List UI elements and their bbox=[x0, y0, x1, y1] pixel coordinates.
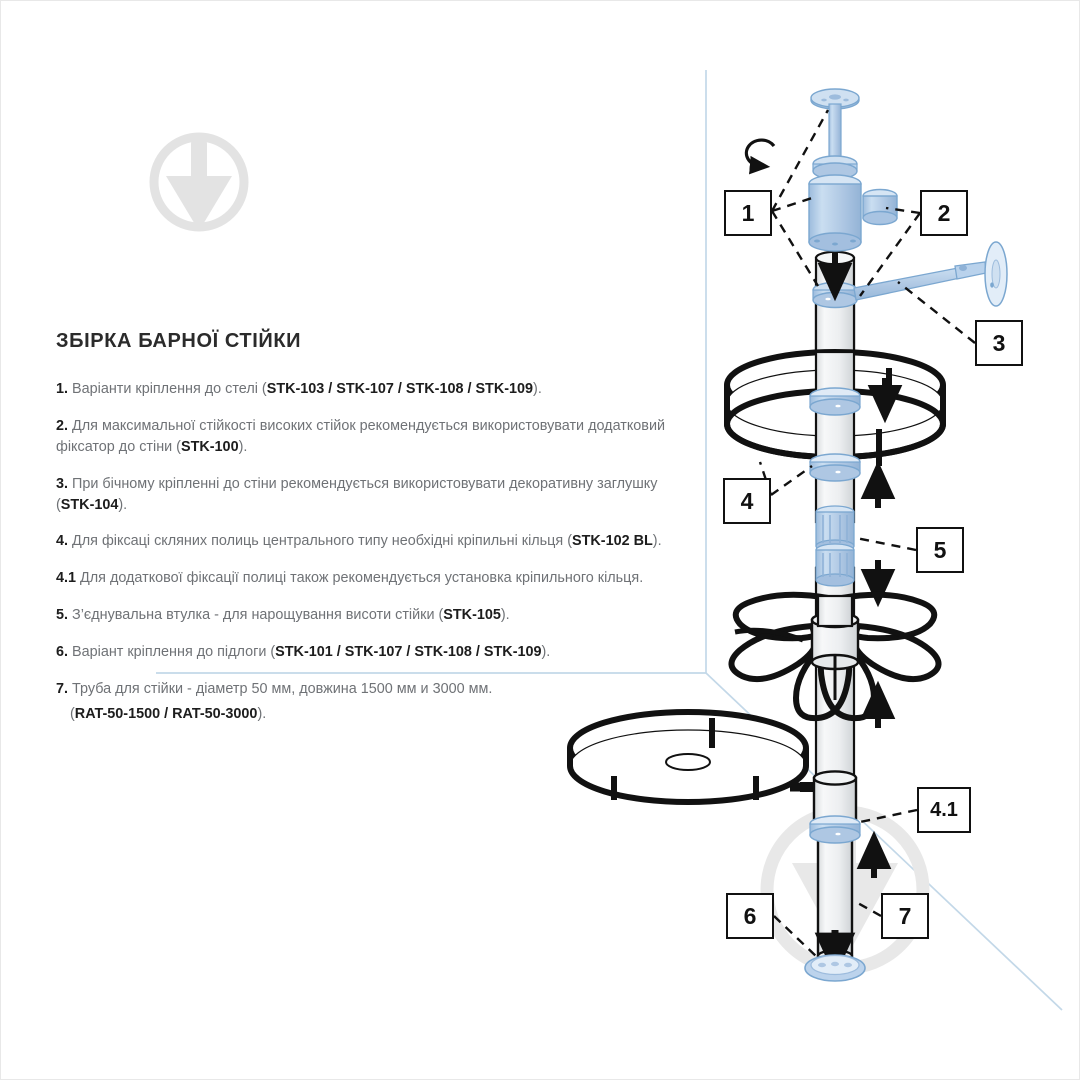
product-code: STK-100 bbox=[180, 438, 239, 455]
callout-5: 5 bbox=[916, 527, 964, 573]
tray-glass-shelf bbox=[567, 709, 820, 805]
note-text: При бічному кріпленні до стіни рекоменду… bbox=[56, 475, 658, 513]
callout-7: 7 bbox=[881, 893, 929, 939]
connector-sleeve bbox=[815, 505, 855, 587]
note-text-tail: ). bbox=[257, 705, 267, 722]
notes-list: 1. Варіанти кріплення до стелі (STK-103 … bbox=[56, 379, 696, 725]
floor-flange bbox=[804, 954, 866, 982]
note-number: 1. bbox=[56, 381, 69, 397]
note-item: 7. Труба для стійки - діаметр 50 мм, дов… bbox=[56, 679, 696, 700]
note-text-tail: ). bbox=[238, 438, 248, 455]
product-code: STK-103 / STK-107 / STK-108 / STK-109 bbox=[266, 381, 534, 397]
mounting-ring-bottom bbox=[809, 815, 861, 844]
note-text: Труба для стійки - діаметр 50 мм, довжин… bbox=[72, 680, 493, 697]
note-item: 2. Для максимальної стійкості високих ст… bbox=[56, 416, 696, 458]
note-item: 6. Варіант кріплення до підлоги (STK-101… bbox=[56, 642, 696, 663]
note-text-tail: ). bbox=[533, 381, 542, 397]
note-item: (RAT-50-1500 / RAT-50-3000). bbox=[56, 704, 696, 725]
callout-3: 3 bbox=[975, 320, 1023, 366]
note-item: 1. Варіанти кріплення до стелі (STK-103 … bbox=[56, 379, 696, 400]
ceiling-mount-assembly bbox=[808, 88, 862, 252]
note-text: Для фіксаці скляних полиць центрального … bbox=[72, 533, 573, 550]
mounting-ring-lower bbox=[809, 453, 861, 482]
note-number: 7. bbox=[56, 680, 69, 697]
callout-4: 4 bbox=[723, 478, 771, 524]
callout-1: 1 bbox=[724, 190, 772, 236]
product-code: RAT-50-1500 / RAT-50-3000 bbox=[74, 705, 258, 722]
leader-lines bbox=[758, 109, 976, 959]
product-code: STK-104 bbox=[60, 496, 119, 513]
rotation-arrow-icon bbox=[744, 138, 776, 175]
note-number: 4.1 bbox=[56, 570, 77, 587]
product-code: STK-101 / STK-107 / STK-108 / STK-109 bbox=[275, 644, 542, 660]
note-text: Варіанти кріплення до стелі ( bbox=[72, 381, 267, 397]
product-code: STK-105 bbox=[443, 607, 501, 624]
note-text: Варіант кріплення до підлоги ( bbox=[72, 644, 276, 660]
product-code: STK-102 BL bbox=[572, 533, 653, 550]
pipe-lower-joint bbox=[812, 770, 858, 826]
page-title: ЗБІРКА БАРНОЇ СТІЙКИ bbox=[56, 330, 302, 352]
note-text-tail: ). bbox=[652, 533, 662, 550]
note-item: 3. При бічному кріпленні до стіни рекоме… bbox=[56, 474, 696, 516]
callout-4-1: 4.1 bbox=[917, 787, 971, 833]
note-text: ( bbox=[70, 705, 75, 722]
note-number: 5. bbox=[56, 607, 69, 624]
note-number: 3. bbox=[56, 475, 69, 492]
note-item: 4. Для фіксаці скляних полиць центрально… bbox=[56, 531, 696, 552]
callout-6: 6 bbox=[726, 893, 774, 939]
mounting-ring-upper bbox=[809, 387, 861, 416]
note-number: 6. bbox=[56, 644, 69, 660]
note-item: 5. З’єднувальна втулка - для нарощування… bbox=[56, 605, 696, 626]
callout-2: 2 bbox=[920, 190, 968, 236]
note-number: 4. bbox=[56, 533, 69, 550]
note-text: З’єднувальна втулка - для нарощування ви… bbox=[72, 607, 444, 624]
wall-fixer-puck bbox=[862, 188, 898, 226]
pipe-above-petal-hub bbox=[816, 594, 854, 628]
note-text: Для максимальної стійкості високих стійо… bbox=[56, 417, 666, 455]
note-item: 4.1 Для додаткової фіксації полиці також… bbox=[56, 568, 696, 589]
note-text: Для додаткової фіксації полиці також рек… bbox=[80, 570, 644, 587]
note-text-tail: ). bbox=[500, 607, 510, 624]
instruction-text-block: ЗБІРКА БАРНОЇ СТІЙКИ 1. Варіанти кріплен… bbox=[56, 330, 696, 741]
note-text-tail: ). bbox=[541, 644, 551, 660]
note-text-tail: ). bbox=[118, 496, 128, 513]
note-number: 2. bbox=[56, 417, 69, 434]
